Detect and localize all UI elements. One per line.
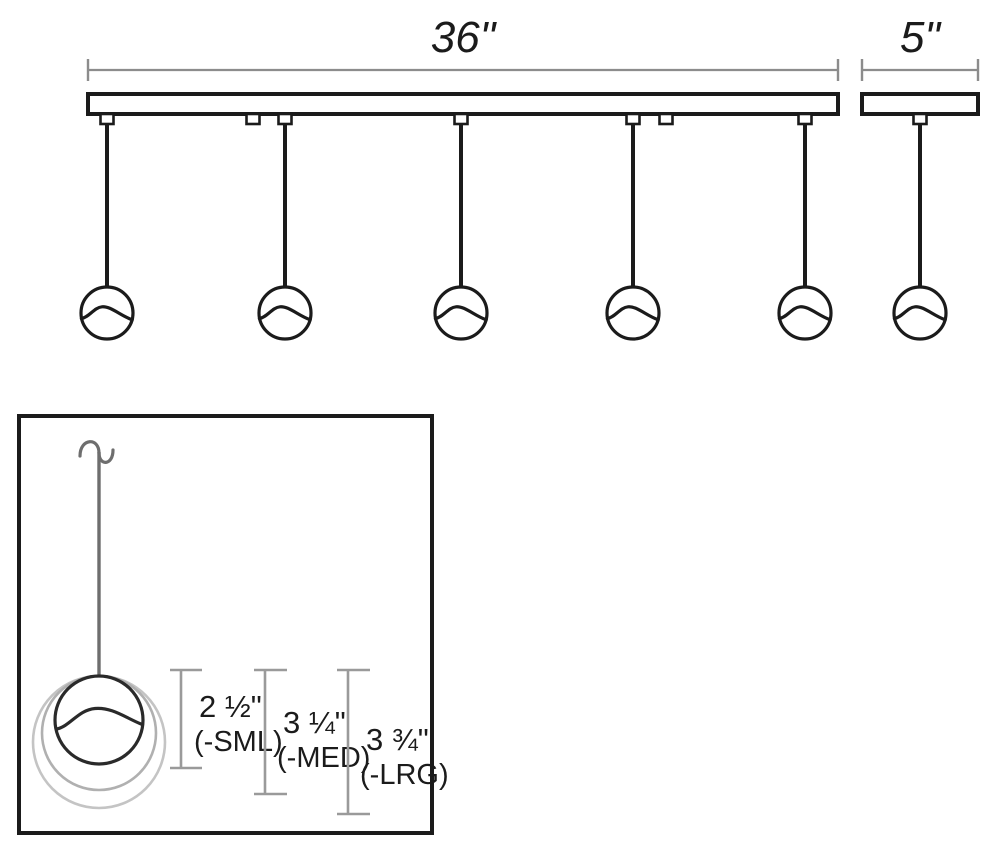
size-suffix-lrg: (-LRG) [360,759,449,791]
pendant-drop-3 [452,112,470,312]
pendant-globe-1 [79,285,135,341]
detail-box: 2 ½" (-SML) 3 ¼" (-MED) 3 ¾" (-LRG) [17,414,449,835]
rail-canopy-bar [86,92,840,116]
pendant-drop-5 [796,112,814,312]
single-canopy-bar [860,92,980,116]
size-suffix-sml: (-SML) [194,726,283,758]
single-canopy-assembly [860,92,980,341]
pendant-globe-5 [777,285,833,341]
main-rail-assembly [79,92,840,341]
pendant-drop-4 [624,112,642,312]
size-measurement-lrg: 3 ¾" [366,722,429,757]
pendant-drop-2 [276,112,294,312]
size-dimension-sml [170,668,202,770]
size-measurement-sml: 2 ½" [199,689,262,724]
pendant-globe-4 [605,285,661,341]
single-pendant-globe [892,285,948,341]
size-measurement-med: 3 ¼" [283,705,346,740]
size-suffix-med: (-MED) [277,742,370,774]
pendant-globe-3 [433,285,489,341]
size-dimension-lrg [337,668,370,816]
dimension-label-36in: 36" [431,13,498,62]
mount-nub-unused-2 [658,112,674,126]
dimension-label-5in: 5" [900,13,942,62]
dimension-line-36in [86,59,840,81]
pendant-globe-2 [257,285,313,341]
globe-outline-sml [53,674,145,766]
mount-nub-unused-1 [245,112,261,126]
dimension-line-5in [860,59,980,81]
single-pendant-drop [911,112,929,312]
size-dimension-med [254,668,287,796]
pendant-drop-1 [98,112,116,312]
